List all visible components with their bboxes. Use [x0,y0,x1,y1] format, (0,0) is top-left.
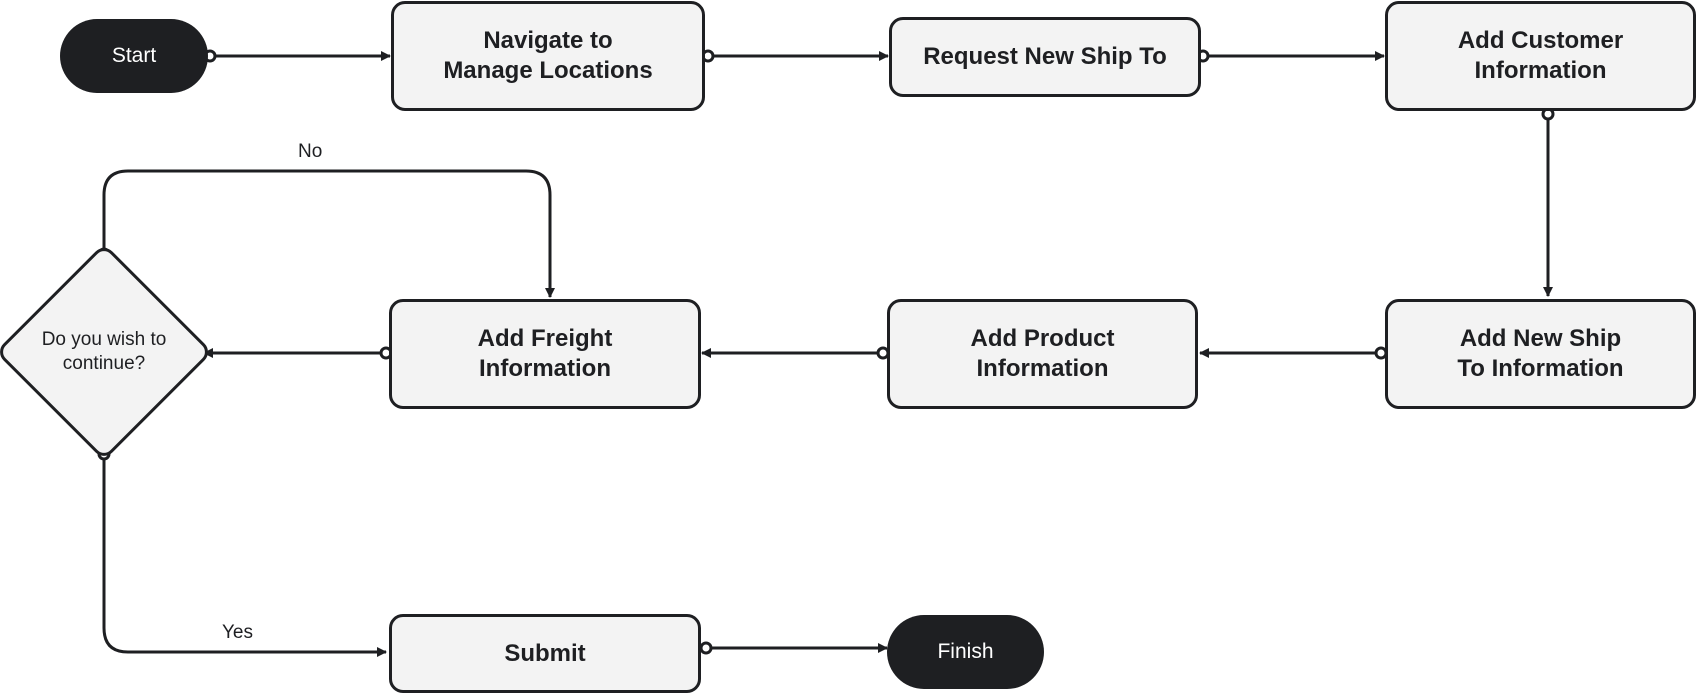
node-submit-label: Submit [504,639,586,667]
node-finish-label: Finish [937,640,994,663]
node-decision-label: Do you wish to continue? [41,329,167,374]
node-submit: Submit [389,614,701,693]
edge-submit-dot [699,641,713,655]
node-start-label: Start [111,44,157,67]
node-add-product-label: Add Product Information [970,325,1115,382]
node-request-new-ship-to: Request New Ship To [889,17,1201,97]
edge-decision-yes [102,454,387,657]
edge-decision-no [102,169,555,298]
node-add-new-ship-to-information: Add New Ship To Information [1385,299,1696,409]
node-add-product-information: Add Product Information [887,299,1198,409]
node-navigate-to-manage-locations: Navigate to Manage Locations [391,1,705,111]
node-start: Start [60,19,208,93]
edge-label-yes: Yes [222,622,253,643]
node-finish: Finish [887,615,1044,689]
node-add-ship-to-label: Add New Ship To Information [1457,325,1624,382]
node-navigate-label: Navigate to Manage Locations [443,27,653,84]
node-request-label: Request New Ship To [923,43,1167,70]
node-add-freight-information: Add Freight Information [389,299,701,409]
node-add-customer-information: Add Customer Information [1385,1,1696,111]
node-add-freight-label: Add Freight Information [477,325,613,382]
edge-label-no: No [298,141,323,162]
node-add-customer-label: Add Customer Information [1457,27,1624,84]
